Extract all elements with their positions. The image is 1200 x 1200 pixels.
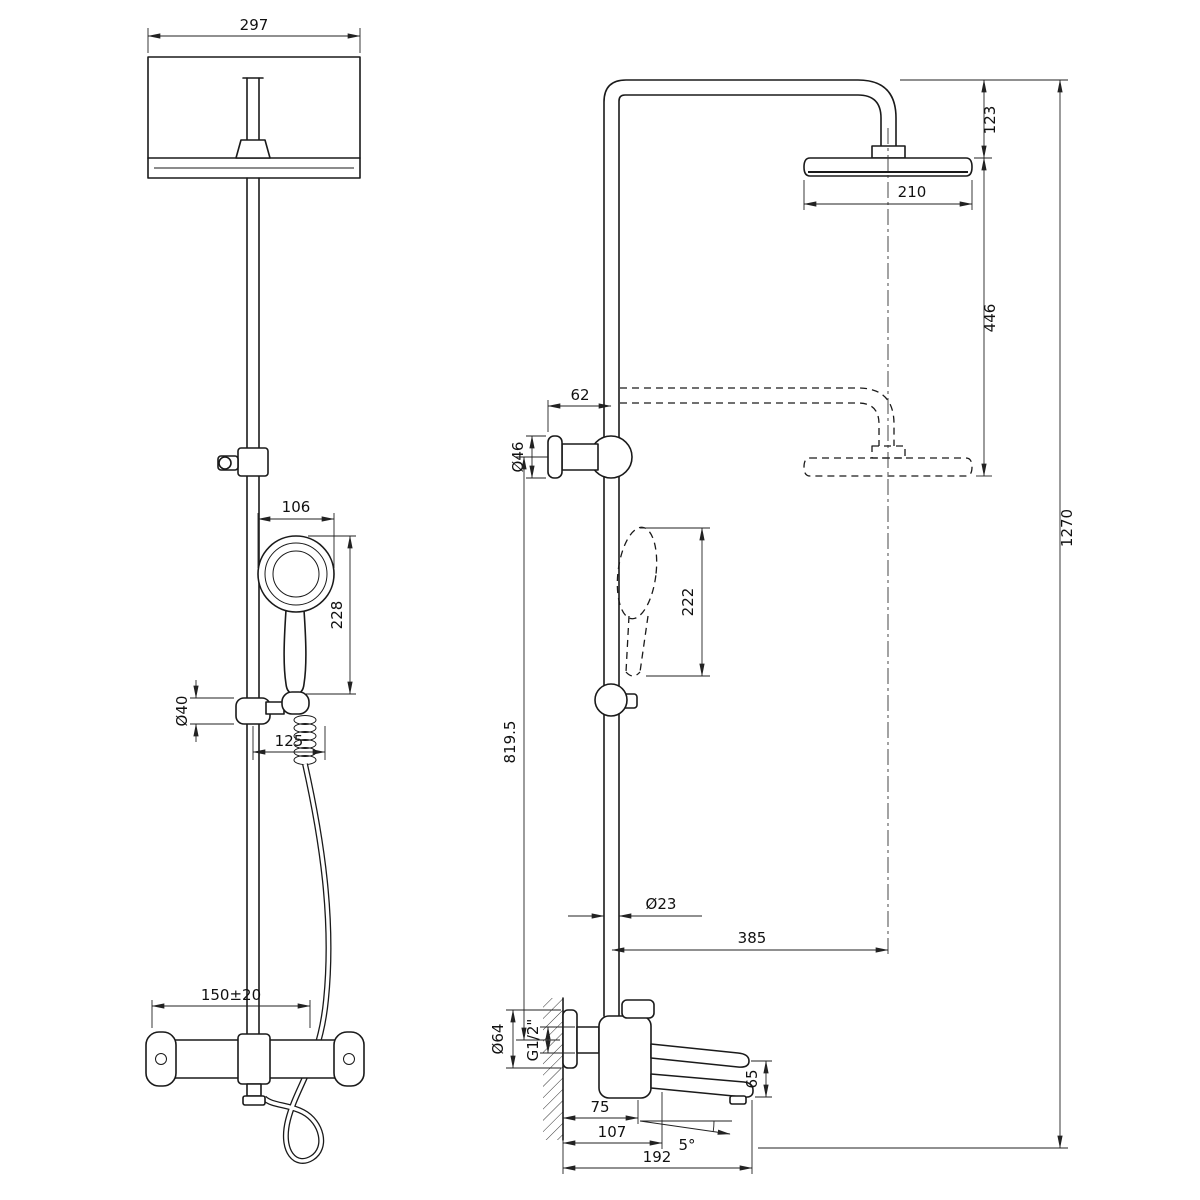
wall-hatching [543, 998, 563, 1140]
dim-label-spout-drop: 65 [743, 1069, 761, 1088]
dim-label-spout-reach: 192 [643, 1148, 672, 1166]
dim-label-hand-length: 228 [328, 601, 346, 630]
dim-label-flange-diameter: Ø64 [489, 1024, 507, 1055]
side-view: 123 210 446 1270 62 [489, 79, 1076, 1174]
dim-front-head-width: 297 [147, 16, 361, 53]
hand-shower-front [257, 535, 335, 695]
dim-bracket-offset: 62 [547, 386, 612, 432]
mixer-body-side [598, 1015, 652, 1099]
diverter-cap [621, 999, 655, 1019]
shower-hose-front [261, 715, 332, 1164]
dim-label-wall-to-spout: 107 [598, 1123, 627, 1141]
escutcheon-flange [562, 1009, 578, 1069]
spout-side [650, 1073, 754, 1098]
dim-label-arm-to-head: 123 [981, 106, 999, 135]
dim-wall-to-spout: 107 [562, 1092, 663, 1149]
dim-wall-to-body: 75 [562, 1098, 639, 1124]
dim-holder-offset: 125 [252, 726, 326, 760]
dim-label-hand-diameter: 106 [282, 498, 311, 516]
supply-nipple [576, 1026, 600, 1054]
dim-label-thread: G1/2" [524, 1019, 542, 1062]
dim-hand-shower-length: 228 [306, 535, 356, 695]
dim-holder-diameter: Ø40 [173, 680, 234, 742]
dim-label-head-diameter: 210 [898, 183, 927, 201]
dim-label-total-height: 1270 [1058, 509, 1076, 547]
slider-bracket-front [217, 447, 269, 477]
hand-shower-side-dashed [616, 526, 658, 709]
arm-lower-position-dashed [620, 387, 973, 477]
overhead-shower-front [147, 56, 361, 179]
dim-flange-diameter: Ø64 [489, 1009, 561, 1069]
dim-bar-length: 819.5 [501, 456, 560, 1041]
dim-label-pipe-diameter: Ø23 [646, 895, 677, 913]
dim-label-hand-length-side: 222 [679, 588, 697, 617]
dim-label-holder-diameter: Ø40 [173, 696, 191, 727]
holder-knob-side [594, 683, 628, 717]
dim-label-spout-angle: 5° [678, 1136, 695, 1154]
dim-total-height: 1270 [758, 79, 1076, 1149]
shower-pole-front [246, 177, 260, 1035]
spout-outlet [729, 1095, 747, 1105]
dim-spout-reach: 192 [562, 1100, 753, 1174]
dim-arm-reach: 385 [611, 929, 889, 953]
dim-hand-length-side: 222 [640, 527, 710, 677]
wall-bracket-side [547, 435, 633, 479]
dim-head-diameter-side: 210 [803, 180, 973, 210]
front-view: 297 106 228 [145, 16, 365, 1164]
riser-pipe-and-arm-side [603, 79, 973, 1017]
dim-label-arm-reach: 385 [738, 929, 767, 947]
dim-hand-shower-diameter: 106 [257, 498, 335, 568]
dim-arm-to-head: 123 [900, 79, 1068, 159]
dim-height-travel: 446 [976, 157, 999, 477]
dim-label-wall-to-body: 75 [590, 1098, 609, 1116]
dim-thread: G1/2" [524, 1019, 575, 1062]
lever-handle-side [650, 1043, 750, 1068]
dim-spout-drop: 65 [743, 1060, 772, 1098]
dim-label-holder-offset: 125 [275, 732, 304, 750]
mixer-front [145, 1031, 365, 1106]
dim-label-front-head-width: 297 [240, 16, 269, 34]
spout-angle-annotation: 5° [639, 1120, 732, 1154]
dim-inlet-spacing: 150±20 [151, 986, 311, 1028]
dim-label-travel: 446 [981, 304, 999, 333]
dim-label-inlet-spacing: 150±20 [201, 986, 261, 1004]
hand-shower-holder-front [235, 691, 310, 725]
dim-label-bracket-offset: 62 [570, 386, 589, 404]
dim-label-bar-length: 819.5 [501, 721, 519, 764]
dim-pipe-diameter: Ø23 [568, 895, 702, 919]
